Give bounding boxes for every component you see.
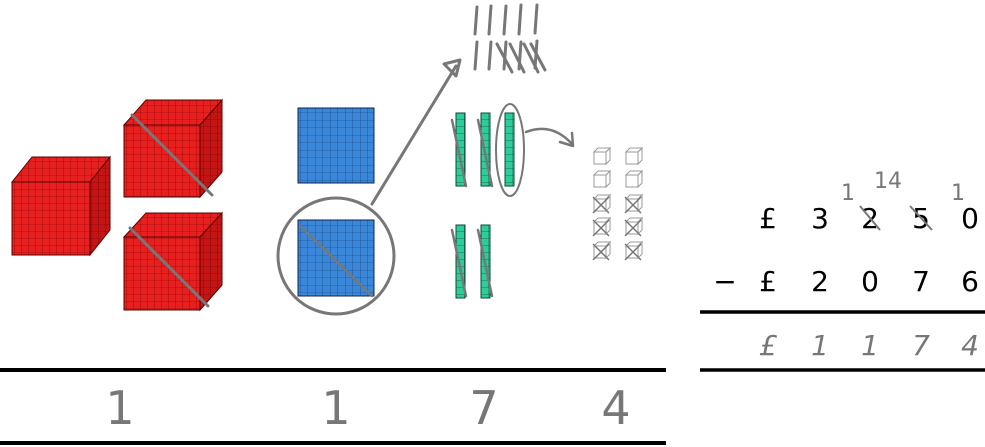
exchange-arrow-to-tens [370,58,462,206]
place-value-answer-row: 1 1 7 4 [0,368,666,445]
cross-out-stroke [859,205,881,231]
result-units: 4 [961,329,979,362]
unit-cube [624,146,644,166]
column-subtraction: 1 14 1 £ 3 2 5 0 − £ 2 0 7 6 £ 1 1 7 4 [700,169,985,372]
regroup-mark-thousands: 1 [841,181,855,206]
minuend-currency: £ [759,202,777,235]
answer-digit-hundreds: 1 [321,381,350,435]
subtrahend-currency: £ [759,265,777,298]
answer-digit-units: 4 [601,381,630,435]
cross-out-stroke [128,226,210,308]
subtrahend-hundreds: 0 [861,265,879,298]
thousand-cube-bottom-crossed [122,211,224,312]
hundreds-flats [276,58,462,316]
unit-cube [624,193,644,214]
thousands-cubes [10,98,224,312]
subtrahend-thousands: 2 [811,265,829,298]
minuend-units: 0 [961,202,979,235]
unit-cube [592,216,612,237]
thousand-cube-top-crossed [122,98,224,199]
tens-rod-5 [476,224,494,299]
unit-cube [624,240,644,261]
tally-row-top [473,3,539,36]
exchange-circle [495,103,525,197]
answer-digit-tens: 7 [469,381,498,435]
cross-out-stroke [130,113,214,197]
unit-cube [592,240,612,261]
unit-cube [592,169,612,189]
tens-rods [450,103,575,299]
regroup-mark-hundreds: 14 [874,169,902,194]
cross-out-stroke [909,205,933,231]
tens-rod-3-circled [495,103,525,197]
tally-marks [473,3,547,74]
result-tens: 7 [912,329,930,362]
result-currency: £ [759,329,777,362]
tally-row-bottom-crossed [473,39,547,74]
minuend-thousands: 3 [811,202,829,235]
cross-out-stroke [298,224,374,298]
unit-cubes [592,146,644,261]
thousand-cube-left [10,155,112,257]
hundred-flat-bottom-circled [276,196,396,316]
subtrahend-units: 6 [961,265,979,298]
result-thousands: 1 [811,329,829,362]
answer-digit-thousands: 1 [105,381,134,435]
unit-cube [592,146,612,166]
hundred-flat-top [297,107,375,184]
tens-rod-2 [476,112,494,188]
unit-cube [624,169,644,189]
minus-sign: − [713,265,736,298]
exchange-circle [276,196,396,316]
tens-rod-1 [450,112,468,188]
tens-rod-4 [450,224,468,299]
unit-cube [624,216,644,237]
subtrahend-tens: 7 [912,265,930,298]
unit-cube [592,193,612,214]
result-hundreds: 1 [861,329,879,362]
exchange-arrow-to-units [524,127,575,148]
regroup-mark-tens: 1 [951,181,965,206]
